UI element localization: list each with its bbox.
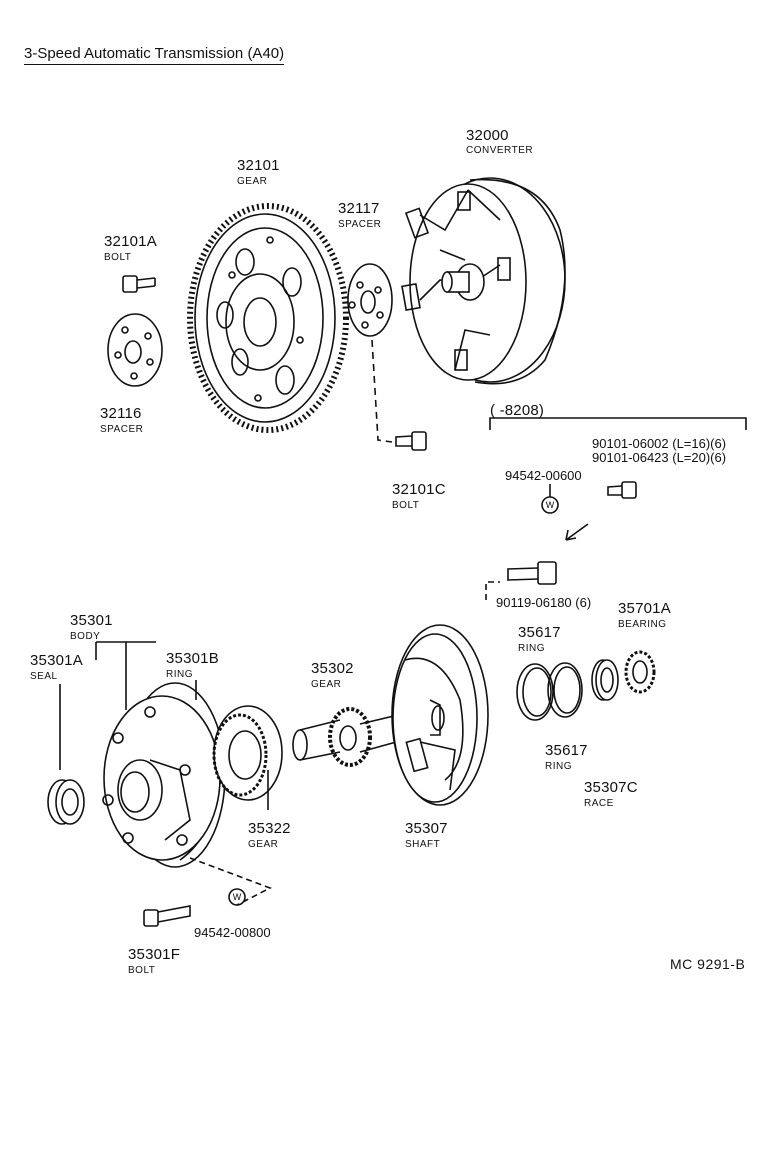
label-32116: 32116 SPACER	[100, 405, 144, 435]
diagram-code: MC 9291-B	[670, 956, 746, 972]
bolt-35301f	[143, 905, 191, 927]
bolt-90101	[607, 481, 637, 499]
bolt-32101a	[122, 275, 156, 293]
drive-gear-35302	[292, 704, 441, 767]
label-35307c: 35307C RACE	[584, 779, 638, 809]
bolt-90119	[485, 561, 557, 600]
label-32000: 32000 CONVERTER	[466, 127, 534, 156]
washer-w-a: W	[546, 500, 555, 510]
washer-mark-94542-00800	[189, 857, 272, 906]
label-35617-b: 35617 RING	[545, 742, 588, 772]
label-35302: 35302 GEAR	[311, 660, 354, 690]
label-90101-06002: 90101-06002 (L=16)(6)	[592, 436, 727, 451]
spacer-32117	[347, 263, 393, 443]
label-32101: 32101 GEAR	[237, 157, 280, 187]
label-35301f: 35301F BOLT	[128, 946, 181, 976]
label-35307: 35307 SHAFT	[405, 820, 448, 850]
seal-35301a	[47, 779, 85, 825]
label-35301b: 35301B RING	[166, 650, 219, 680]
label-94542-00800: 94542-00800	[194, 925, 271, 940]
bolt-32101c	[395, 431, 427, 451]
label-32101c: 32101C BOLT	[392, 481, 446, 511]
drive-plate-gear	[187, 203, 349, 433]
label-90119-06180: 90119-06180 (6)	[496, 595, 592, 610]
label-35301a: 35301A SEAL	[30, 652, 83, 682]
bearing-35701a	[624, 650, 656, 694]
torque-converter	[401, 177, 566, 385]
washer-w-b: W	[233, 892, 242, 902]
range-note: ( -8208)	[490, 402, 545, 419]
label-32101a: 32101A BOLT	[104, 233, 157, 263]
label-32117: 32117 SPACER	[338, 200, 382, 230]
race-35307c	[591, 659, 619, 701]
label-35322: 35322 GEAR	[248, 820, 291, 850]
direction-arrow	[565, 523, 589, 541]
ring-35617-a	[516, 663, 554, 721]
ring-35617-b	[547, 662, 583, 718]
label-35301: 35301 BODY	[70, 612, 113, 642]
label-35617-a: 35617 RING	[518, 624, 561, 654]
diagram-title: 3-Speed Automatic Transmission (A40)	[24, 45, 285, 65]
range-bracket	[489, 417, 747, 430]
spacer-32116	[107, 313, 163, 387]
label-35701a: 35701A BEARING	[618, 600, 671, 630]
label-90101-06423: 90101-06423 (L=20)(6)	[592, 450, 727, 465]
pump-body-35301	[59, 641, 226, 868]
washer-mark-94542-00600	[541, 484, 559, 514]
stator-shaft-35307	[391, 624, 489, 806]
driven-gear-35322	[212, 705, 283, 810]
label-94542-00600: 94542-00600	[505, 468, 582, 483]
